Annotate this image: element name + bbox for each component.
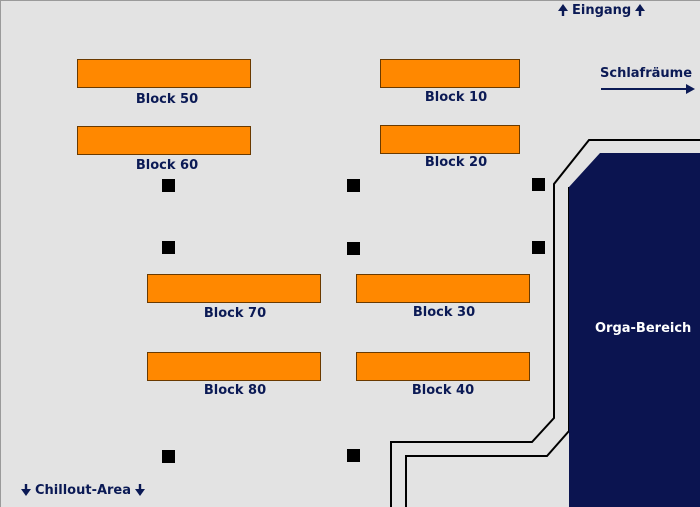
block-30-label: Block 30: [412, 305, 476, 320]
pillar: [162, 241, 175, 254]
outer-wall: [390, 139, 700, 507]
table-block-70[interactable]: [147, 274, 321, 303]
block-20-label: Block 20: [424, 155, 488, 170]
block-80-label: Block 80: [203, 383, 267, 398]
arrow-up-icon: [558, 4, 568, 16]
pillar: [347, 242, 360, 255]
table-block-60[interactable]: [77, 126, 251, 155]
table-block-30[interactable]: [356, 274, 530, 303]
pillar: [347, 449, 360, 462]
pillar: [532, 178, 545, 191]
arrow-up-icon: [635, 4, 645, 16]
pillar: [162, 179, 175, 192]
inner-wall: [405, 187, 570, 507]
pillar: [162, 450, 175, 463]
arrow-down-icon: [135, 484, 145, 496]
block-60-label: Block 60: [135, 158, 199, 173]
table-block-80[interactable]: [147, 352, 321, 381]
block-50-label: Block 50: [135, 92, 199, 107]
chillout-area-label: Chillout-Area: [35, 483, 132, 498]
pillar: [347, 179, 360, 192]
orga-area-label: Orga-Bereich: [595, 321, 692, 336]
block-70-label: Block 70: [203, 306, 267, 321]
table-block-10[interactable]: [380, 59, 520, 88]
arrow-down-icon: [21, 484, 31, 496]
table-block-40[interactable]: [356, 352, 530, 381]
orga-area: [569, 153, 700, 507]
block-40-label: Block 40: [411, 383, 475, 398]
block-10-label: Block 10: [424, 90, 488, 105]
sleeping-rooms-label: Schlafräume: [600, 66, 693, 81]
table-block-50[interactable]: [77, 59, 251, 88]
pillar: [532, 241, 545, 254]
entrance-label: Eingang: [572, 3, 632, 18]
table-block-20[interactable]: [380, 125, 520, 154]
arrow-right-icon: [686, 84, 695, 94]
